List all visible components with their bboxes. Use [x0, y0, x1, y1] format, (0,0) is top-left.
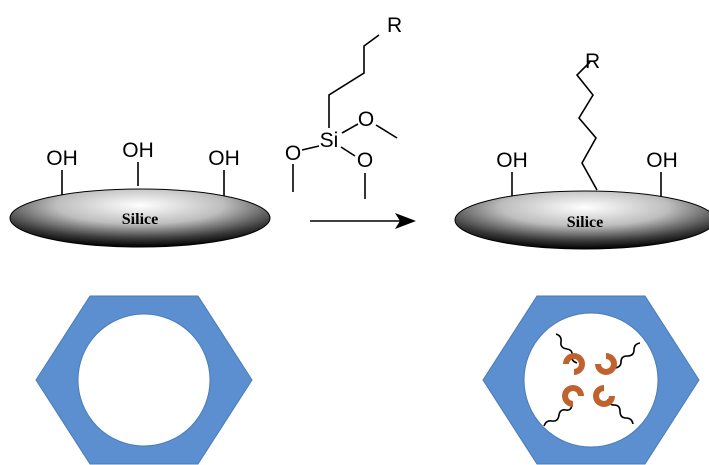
- grafted-propyl-chain: [575, 61, 598, 191]
- right-silica-disc: [454, 190, 709, 250]
- reaction-arrow-head: [395, 213, 416, 229]
- reagent-substituent: R: [387, 14, 402, 37]
- arc-unit-bottom-right: [593, 385, 615, 407]
- right-hexagon: [482, 295, 700, 465]
- left-silica-label: Silice: [122, 211, 158, 228]
- arc-unit-top-left: [563, 353, 585, 375]
- reagent-oxygen-1: O: [358, 108, 374, 131]
- right-hydroxyl-2: OH: [646, 149, 678, 172]
- reagent-si-o-bond-1: [341, 123, 359, 134]
- reagent-methyl-bond-1: [375, 124, 398, 139]
- arc-unit-bottom-left: [562, 385, 584, 407]
- reagent-si-o-bond-3: [340, 146, 356, 157]
- reagent-silicon: Si: [320, 129, 339, 152]
- arc-unit-top-right: [595, 353, 617, 375]
- left-silica-disc: [9, 188, 271, 248]
- silane-reagent: R Si O O O: [285, 14, 402, 199]
- empty-mesopore: [35, 295, 253, 465]
- left-hydroxyl-3: OH: [208, 147, 240, 170]
- left-silica-particle: OH OH OH Silice: [9, 139, 271, 248]
- left-hexagon: [35, 295, 253, 465]
- right-silica-label: Silice: [567, 214, 603, 231]
- right-hydroxyl-1: OH: [496, 149, 528, 172]
- left-hydroxyl-1: OH: [46, 147, 78, 170]
- left-hydroxyl-2: OH: [122, 139, 154, 162]
- reagent-oxygen-3: O: [357, 149, 373, 172]
- right-silica-particle: OH OH R Silice: [454, 50, 709, 250]
- tether-chain-bottom-left: [543, 404, 573, 427]
- tether-chain-top-right: [614, 342, 641, 369]
- reagent-propyl-chain: [328, 34, 380, 128]
- functionalized-mesopore: [482, 295, 700, 465]
- tether-chain-bottom-right: [607, 398, 634, 425]
- reaction-arrow: [310, 213, 416, 229]
- reagent-si-o-bond-2: [301, 145, 320, 151]
- reagent-oxygen-2: O: [285, 142, 301, 165]
- grafted-substituent: R: [585, 50, 600, 73]
